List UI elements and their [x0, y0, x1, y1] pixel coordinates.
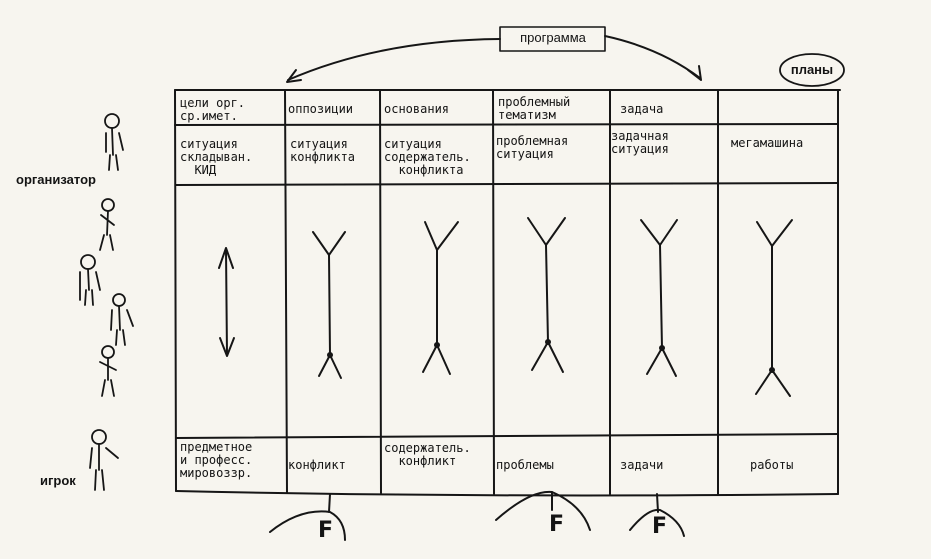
- cell-c4-r2: проблемная ситуация: [496, 134, 569, 161]
- cell-c4-r1: проблемный тематизм: [498, 95, 571, 122]
- player-label: игрок: [40, 473, 76, 488]
- double-arrow-top-head: [218, 247, 234, 269]
- plans-oval: [779, 53, 845, 87]
- program-arrow-right-head: [687, 65, 702, 81]
- cell-c1-r3: предметное и професс. мировоззр.: [180, 440, 253, 480]
- column-figure-5: [755, 219, 793, 397]
- cell-c1-r2: ситуация складыван. КИД: [180, 137, 253, 177]
- program-label: программа: [520, 30, 586, 45]
- program-arrow-left-head: [286, 69, 302, 83]
- person-3: [79, 254, 101, 306]
- cell-c5-r2: задачная ситуация: [611, 129, 669, 156]
- person-4: [110, 293, 134, 346]
- join-dot-5: [769, 367, 775, 373]
- cell-c6-r2: мегамашина: [731, 136, 804, 150]
- cell-c3-r1: основания: [384, 102, 450, 116]
- F-curve-3: [629, 508, 685, 537]
- column-figure-4: [640, 219, 678, 377]
- double-arrow-bottom-head: [219, 337, 235, 357]
- cell-c5-r1: задача: [620, 102, 664, 116]
- plans-label: планы: [790, 62, 834, 77]
- join-dot-4: [659, 345, 665, 351]
- F-curve-3-stem: [656, 493, 659, 513]
- table-bottom-line: [175, 490, 839, 497]
- column-figure-2: [422, 221, 459, 375]
- cell-c2-r1: оппозиции: [288, 102, 354, 116]
- row-line-1: [174, 123, 839, 126]
- column-figure-3: [527, 217, 566, 373]
- cell-c3-r3: содержатель. конфликт: [384, 441, 471, 468]
- cell-c5-r3: задачи: [620, 458, 664, 472]
- col-line-1: [284, 89, 288, 494]
- cell-c4-r3: проблемы: [496, 458, 554, 472]
- double-arrow-shaft: [225, 249, 228, 356]
- F-mark-3: F: [652, 514, 668, 539]
- join-dot-3: [545, 339, 551, 345]
- cell-c3-r2: ситуация содержатель. конфликта: [384, 137, 471, 177]
- cell-c2-r2: ситуация конфликта: [290, 137, 356, 164]
- person-2: [99, 198, 115, 251]
- cell-c1-r1: цели орг. ср.имет.: [180, 96, 246, 123]
- program-arrow-right: [604, 35, 701, 79]
- organizer-label: организатор: [16, 172, 96, 187]
- F-curve-1: [269, 510, 346, 541]
- join-dot-1: [327, 352, 333, 358]
- person-player: [89, 429, 119, 491]
- col-line-2: [379, 89, 382, 494]
- join-dot-2: [434, 342, 440, 348]
- row-line-3: [175, 433, 839, 439]
- col-line-3: [492, 89, 495, 495]
- F-mark-1: F: [318, 518, 334, 543]
- cell-c6-r3: работы: [750, 458, 794, 472]
- F-mark-2: F: [549, 512, 565, 537]
- table-left-line: [174, 89, 177, 492]
- person-5: [99, 345, 117, 397]
- program-arrow-left: [287, 38, 501, 81]
- column-figure-1: [312, 231, 346, 379]
- F-curve-2: [495, 490, 591, 531]
- person-organizer: [104, 113, 124, 171]
- F-curve-1-stem: [328, 493, 331, 513]
- row-line-2: [175, 182, 839, 186]
- cell-c2-r3: конфликт: [288, 458, 346, 472]
